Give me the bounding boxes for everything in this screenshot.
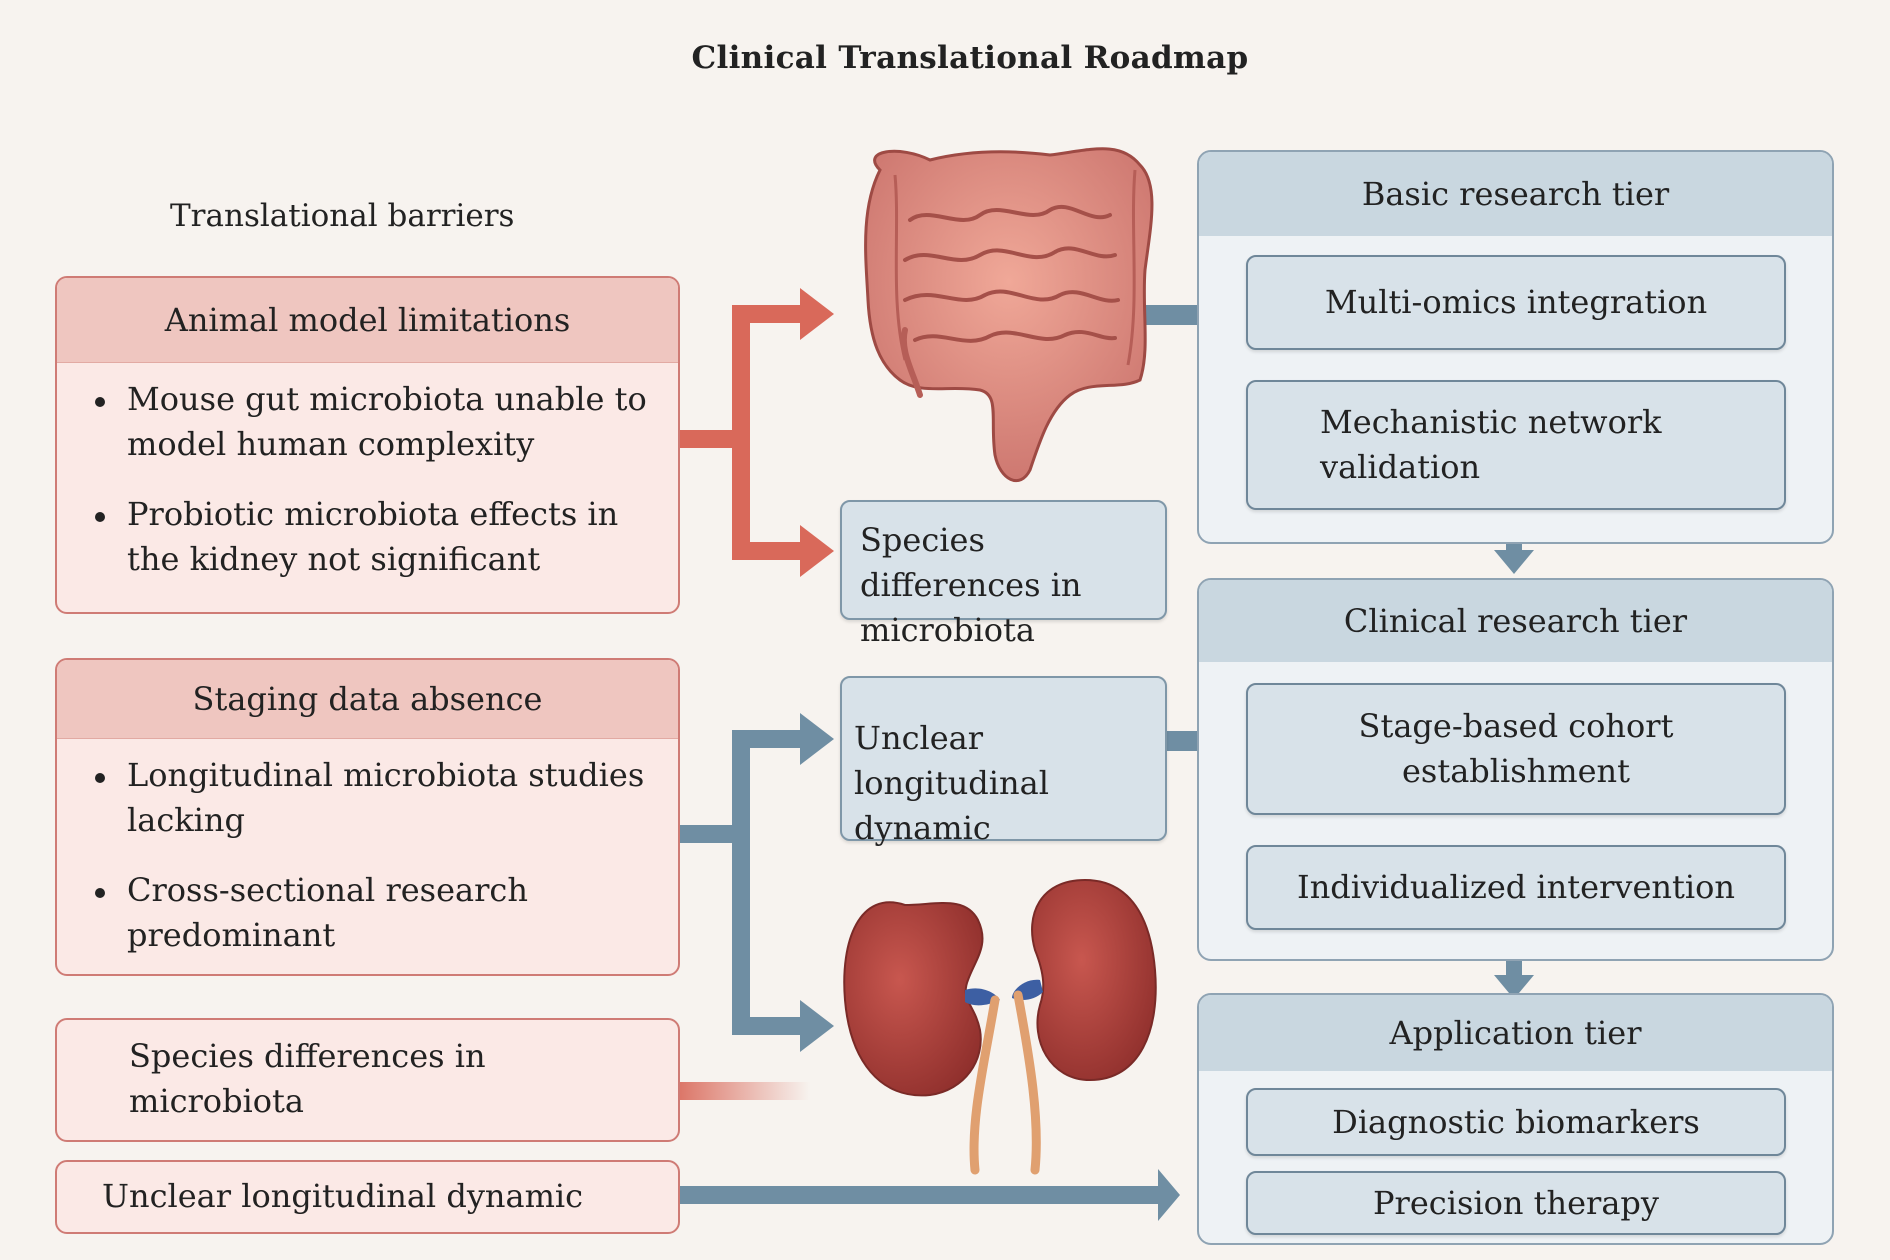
clinical-tier-title: Clinical research tier	[1199, 580, 1832, 662]
diagnostic-biomarkers-box: Diagnostic biomarkers	[1246, 1088, 1786, 1156]
kidneys-illustration	[843, 878, 1157, 1175]
longitudinal-dynamic-label: Unclear longitudinal dynamic	[854, 719, 1049, 847]
animal-model-list: Mouse gut microbiota unable to model hum…	[57, 363, 678, 582]
individualized-intervention-label: Individualized intervention	[1297, 868, 1735, 906]
animal-model-title: Animal model limitations	[57, 278, 678, 363]
precision-therapy-label: Precision therapy	[1373, 1183, 1659, 1222]
stage-cohort-box: Stage-based cohort establishment	[1246, 683, 1786, 815]
species-differences-label: Species differences in microbiota	[860, 521, 1082, 649]
application-tier-title: Application tier	[1199, 995, 1832, 1071]
longitudinal-barrier-label: Unclear longitudinal dynamic	[102, 1177, 584, 1215]
longitudinal-to-application-arrow	[680, 1169, 1180, 1221]
list-item: Mouse gut microbiota unable to model hum…	[95, 377, 648, 467]
barrier-red-connector	[680, 288, 834, 577]
barriers-section-label: Translational barriers	[170, 198, 515, 234]
species-differences-box: Species differences in microbiota	[840, 500, 1167, 649]
multi-omics-box: Multi-omics integration	[1246, 255, 1786, 350]
multi-omics-label: Multi-omics integration	[1324, 283, 1708, 321]
staging-title: Staging data absence	[57, 660, 678, 739]
diagram-title: Clinical Translational Roadmap	[691, 40, 1249, 76]
longitudinal-dynamic-box: Unclear longitudinal dynamic	[840, 676, 1167, 847]
intestine-illustration	[864, 147, 1154, 483]
mechanistic-network-label: Mechanistic network validation	[1320, 403, 1662, 486]
staging-list: Longitudinal microbiota studies lacking …	[57, 739, 678, 958]
list-item: Longitudinal microbiota studies lacking	[95, 753, 648, 843]
animal-model-box: Animal model limitations Mouse gut micro…	[55, 276, 680, 614]
barrier-blue-connector	[680, 713, 834, 1052]
list-item: Cross-sectional research predominant	[95, 868, 648, 958]
longitudinal-barrier-box: Unclear longitudinal dynamic	[55, 1160, 680, 1234]
list-item: Probiotic microbiota effects in the kidn…	[95, 492, 648, 582]
diagnostic-biomarkers-label: Diagnostic biomarkers	[1332, 1102, 1700, 1141]
species-fade-connector	[680, 1082, 810, 1100]
staging-box: Staging data absence Longitudinal microb…	[55, 658, 680, 976]
individualized-intervention-box: Individualized intervention	[1246, 845, 1786, 930]
species-barrier-label: Species differences in microbiota	[129, 1037, 486, 1120]
basic-tier-title: Basic research tier	[1199, 152, 1832, 236]
species-barrier-box: Species differences in microbiota	[55, 1018, 680, 1142]
stage-cohort-label: Stage-based cohort establishment	[1358, 707, 1674, 790]
mechanistic-network-box: Mechanistic network validation	[1246, 380, 1786, 510]
precision-therapy-box: Precision therapy	[1246, 1171, 1786, 1235]
